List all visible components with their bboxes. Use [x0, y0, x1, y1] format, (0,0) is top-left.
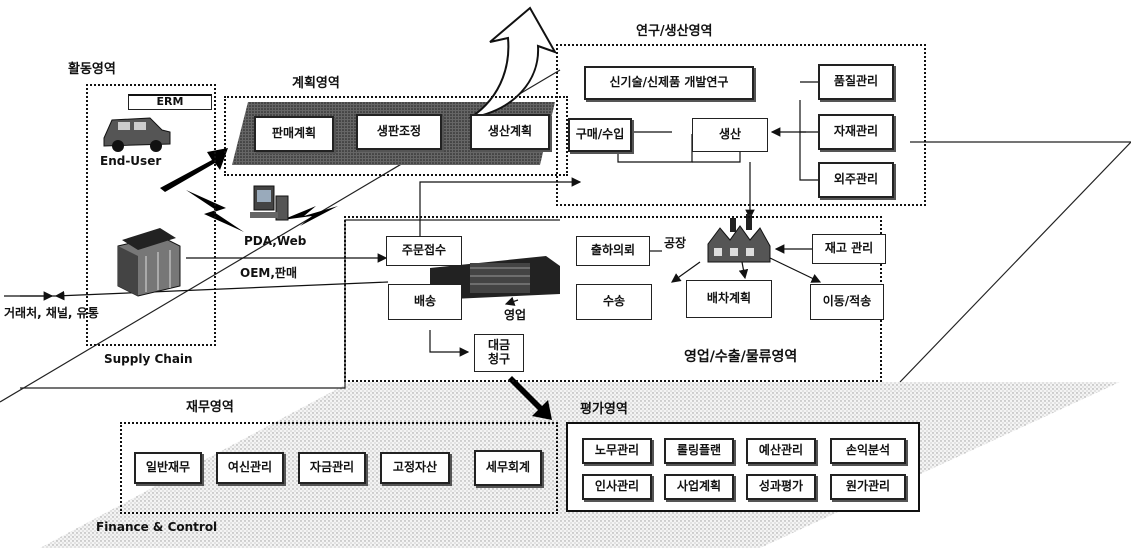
eval-item-hr: 인사관리	[582, 474, 652, 500]
truck-icon	[430, 256, 560, 306]
eval-item-rolling-plan: 롤링플랜	[664, 438, 734, 464]
finance-item-tax: 세무회계	[474, 450, 542, 486]
finance-item-credit: 여신관리	[216, 452, 284, 484]
billing-box: 대금 청구	[474, 334, 524, 372]
inventory-mgmt-box: 재고 관리	[812, 234, 886, 264]
eval-item-labor: 노무관리	[582, 438, 652, 464]
rnd-zone	[556, 44, 926, 206]
planning-area-label: 계획영역	[292, 76, 340, 91]
sales-label: 영업	[504, 308, 527, 322]
shipment-request-box: 출하의뢰	[576, 236, 650, 266]
end-user-label: End-User	[100, 154, 162, 168]
planning-zone	[224, 96, 568, 176]
eval-item-cost: 원가관리	[830, 474, 906, 500]
lightning-right	[282, 206, 338, 226]
enduser-arrow	[160, 148, 228, 192]
delivery-box: 배송	[388, 284, 462, 320]
trade-box-icon	[117, 228, 181, 297]
finance-area-label: 재무영역	[186, 400, 234, 415]
plane-edge-front	[899, 141, 1131, 383]
erm-box: ERM	[128, 94, 212, 110]
eval-item-performance: 성과평가	[746, 474, 816, 500]
outsourcing-mgmt-box: 외주관리	[818, 162, 894, 198]
dispatch-plan-box: 배차계획	[686, 280, 772, 318]
finance-control-caption: Finance & Control	[96, 520, 218, 534]
production-box: 생산	[692, 118, 768, 152]
production-sales-adjust-box: 생판조정	[356, 114, 442, 150]
activity-area-label: 활동영역	[68, 62, 116, 77]
new-tech-research-box: 신기술/신제품 개발연구	[584, 66, 754, 100]
computer-icon	[250, 185, 289, 221]
finance-item-funds: 자금관리	[298, 452, 366, 484]
eval-item-profit-analysis: 손익분석	[830, 438, 906, 464]
finance-zone	[120, 422, 558, 514]
oem-sales-label: OEM,판매	[240, 266, 297, 280]
evaluation-area-label: 평가영역	[580, 402, 628, 417]
quality-mgmt-box: 품질관리	[818, 64, 894, 100]
rnd-area-label: 연구/생산영역	[636, 24, 713, 39]
car-icon	[103, 117, 171, 152]
order-receipt-box: 주문접수	[386, 236, 462, 266]
production-plan-box: 생산계획	[470, 114, 550, 150]
purchase-import-box: 구매/수입	[568, 118, 632, 152]
finance-item-fixed-assets: 고정자산	[380, 452, 450, 484]
move-load-box: 이동/적송	[810, 284, 884, 320]
sales-area-label: 영업/수출/물류영역	[684, 349, 798, 365]
trade-channel-label: 거래처, 채널, 유통	[4, 306, 99, 320]
finance-arrow	[508, 376, 552, 420]
pda-web-label: PDA,Web	[244, 234, 307, 248]
growth-arrow	[469, 6, 558, 119]
finance-item-general: 일반재무	[134, 452, 202, 484]
material-mgmt-box: 자재관리	[818, 114, 894, 150]
sales-plan-box: 판매계획	[254, 116, 334, 152]
factory-label: 공장	[664, 236, 687, 250]
supply-chain-label: Supply Chain	[104, 352, 193, 366]
factory-icon	[707, 214, 771, 263]
eval-item-business-plan: 사업계획	[664, 474, 734, 500]
activity-zone	[86, 84, 216, 346]
transport-box: 수송	[576, 284, 652, 320]
eval-item-budget: 예산관리	[746, 438, 816, 464]
